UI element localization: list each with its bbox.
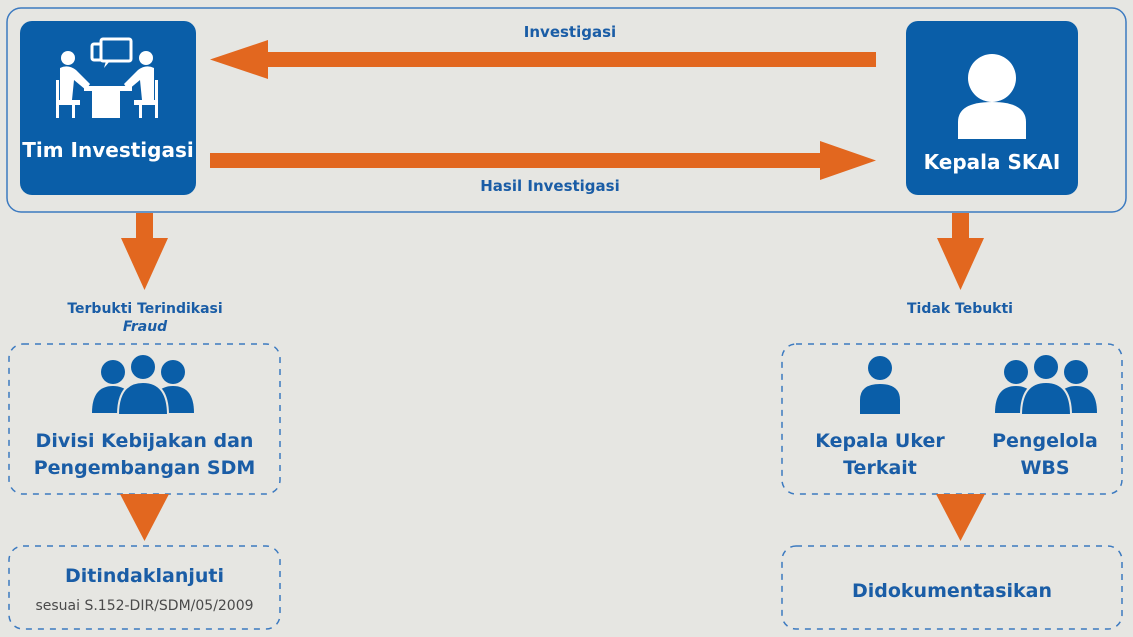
didokumentasikan-dashed-box [781, 545, 1123, 630]
edge-label-fraud: Fraud [122, 319, 168, 335]
kepala-uker-label-line2: Terkait [843, 457, 917, 479]
arrow-investigasi [210, 40, 876, 79]
edge-label-investigasi: Investigasi [523, 23, 617, 41]
didokumentasikan-title: Didokumentasikan [851, 580, 1053, 602]
arrow-down-tim [121, 213, 168, 290]
person-icon [860, 356, 900, 414]
pengelola-wbs-label-line1: Pengelola [992, 430, 1098, 452]
edge-label-hasil-investigasi: Hasil Investigasi [480, 177, 620, 195]
pengelola-wbs-label-line2: WBS [1020, 457, 1070, 479]
group-icon [995, 353, 1097, 416]
divisi-label-line2: Pengembangan SDM [33, 457, 256, 479]
arrow-down-tidak-terbukti [936, 494, 985, 541]
kepala-skai-title: Kepala SKAI [923, 150, 1061, 174]
edge-label-tidak-terbukti: Tidak Tebukti [907, 301, 1013, 317]
tidak-terbukti-dashed-box [781, 343, 1123, 495]
group-icon [92, 353, 194, 416]
ditindaklanjuti-note: sesuai S.152-DIR/SDM/05/2009 [35, 598, 254, 614]
divisi-label-line1: Divisi Kebijakan dan [35, 430, 254, 452]
person-icon [958, 54, 1026, 139]
ditindaklanjuti-title: Ditindaklanjuti [65, 565, 224, 587]
top-frame [6, 7, 1127, 213]
tim-investigasi-title: Tim Investigasi [22, 138, 194, 162]
arrow-down-skai [937, 213, 984, 290]
arrow-hasil-investigasi [210, 141, 876, 180]
kepala-uker-label-line1: Kepala Uker [815, 430, 945, 452]
meeting-icon [56, 37, 158, 118]
ditindaklanjuti-dashed-box [8, 545, 281, 630]
arrow-down-divisi [120, 494, 169, 541]
edge-label-terbukti: Terbukti Terindikasi [67, 301, 223, 317]
